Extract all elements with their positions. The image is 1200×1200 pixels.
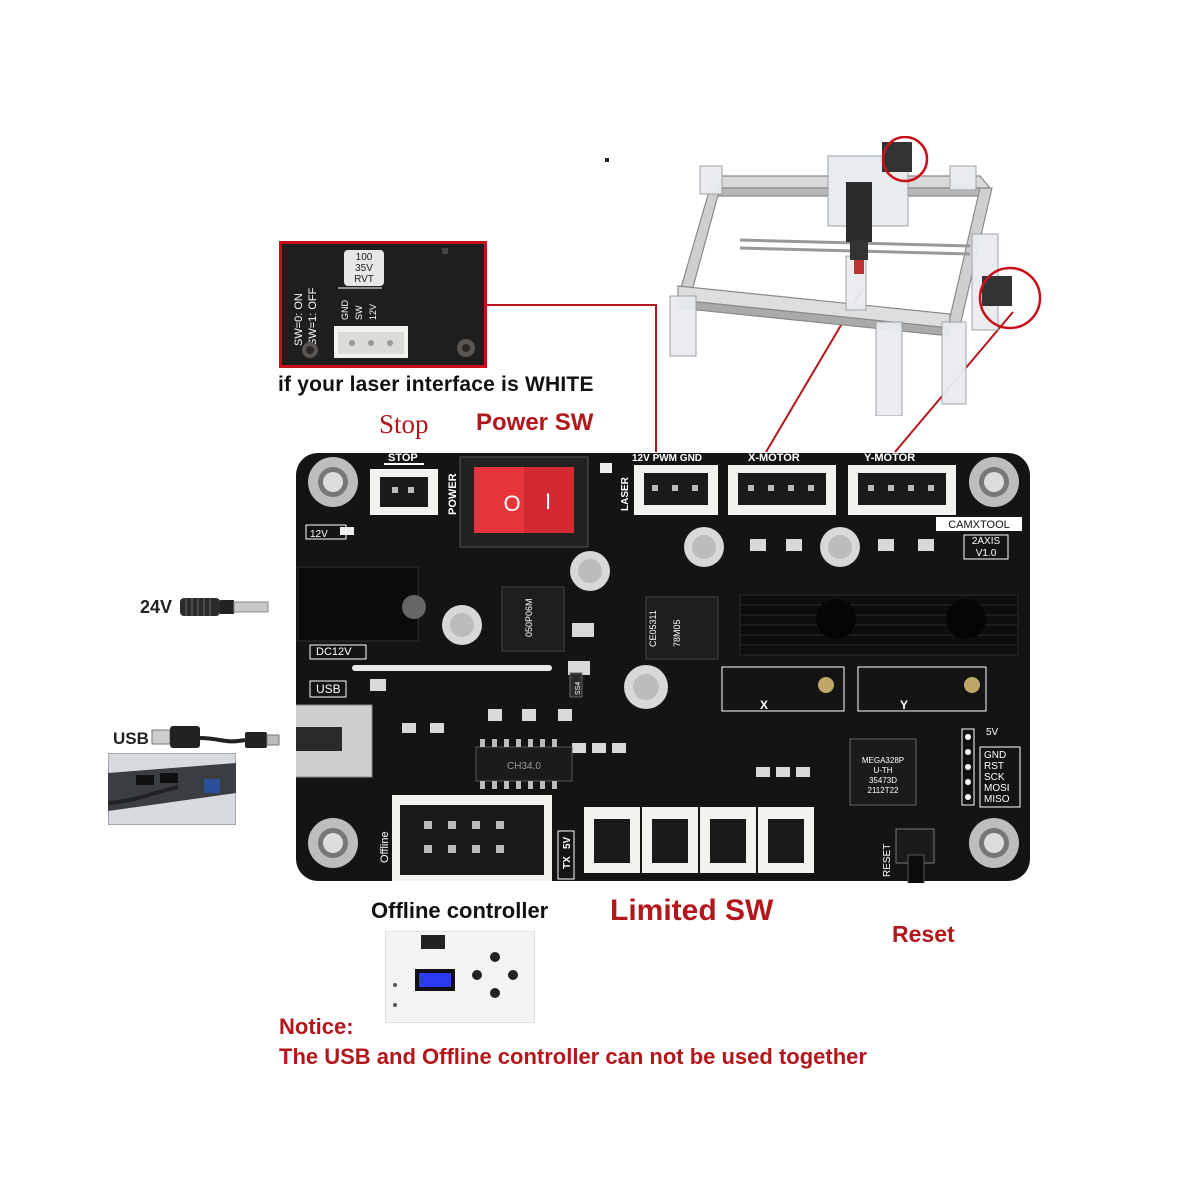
svg-text:RST: RST bbox=[984, 761, 1004, 772]
capacitor bbox=[344, 250, 384, 286]
svg-text:RVT: RVT bbox=[354, 274, 374, 285]
svg-text:X: X bbox=[760, 698, 768, 712]
silk-brand: CAMXTOOL bbox=[948, 519, 1010, 531]
svg-text:CH34.0: CH34.0 bbox=[507, 761, 541, 772]
svg-text:CE05311: CE05311 bbox=[648, 610, 658, 647]
svg-text:5V: 5V bbox=[986, 727, 999, 738]
svg-text:RESET: RESET bbox=[882, 844, 893, 877]
inset-sw-line-2: SW=1: OFF bbox=[307, 287, 319, 346]
svg-text:V1.0: V1.0 bbox=[976, 548, 997, 559]
svg-text:TX: TX bbox=[562, 856, 573, 869]
mounting-holes bbox=[308, 457, 1019, 868]
svg-text:Y: Y bbox=[900, 698, 908, 712]
svg-text:SS4: SS4 bbox=[575, 682, 582, 695]
svg-text:O: O bbox=[503, 491, 520, 516]
svg-text:35V: 35V bbox=[355, 263, 373, 274]
svg-text:2112T22: 2112T22 bbox=[868, 786, 900, 795]
notice-title: Notice: bbox=[279, 1014, 354, 1039]
laser-interface-inset: SW=0: ON SW=1: OFF GND SW 12V 100 35V RV… bbox=[279, 241, 487, 368]
svg-text:MEGA328P: MEGA328P bbox=[862, 756, 904, 765]
svg-text:DC12V: DC12V bbox=[316, 646, 352, 658]
controller-board: STOP 12V POWER O I LASER 12V PWM GND X-M… bbox=[296, 452, 1030, 883]
svg-text:35473D: 35473D bbox=[869, 776, 897, 785]
svg-text:12V: 12V bbox=[368, 304, 378, 320]
inset-caption: if your laser interface is WHITE bbox=[278, 373, 594, 396]
silk-usb: USB bbox=[316, 682, 341, 696]
silk-x-motor: X-MOTOR bbox=[748, 452, 800, 464]
svg-text:SW: SW bbox=[354, 305, 364, 320]
svg-text:POWER: POWER bbox=[447, 473, 459, 515]
usb-cable-image bbox=[151, 726, 280, 748]
svg-text:78M05: 78M05 bbox=[672, 619, 682, 647]
limited-sw-callout: Limited SW bbox=[610, 894, 774, 927]
dc-plug-image bbox=[180, 598, 269, 616]
power-sw-callout: Power SW bbox=[476, 409, 594, 436]
svg-text:12V: 12V bbox=[310, 529, 328, 540]
stop-callout: Stop bbox=[379, 409, 429, 439]
usb-callout: USB bbox=[113, 729, 149, 748]
limit-switch-connectors bbox=[584, 807, 814, 873]
svg-text:2AXIS: 2AXIS bbox=[972, 536, 1001, 547]
capacitors bbox=[442, 527, 860, 709]
svg-text:Offline: Offline bbox=[379, 831, 391, 863]
reset-callout: Reset bbox=[892, 921, 955, 947]
mcu-chip bbox=[849, 738, 917, 806]
dc-jack bbox=[297, 566, 419, 642]
svg-text:GND: GND bbox=[340, 300, 350, 321]
svg-text:100: 100 bbox=[356, 252, 373, 263]
svg-text:5V: 5V bbox=[562, 836, 573, 849]
inset-sw-line-1: SW=0: ON bbox=[293, 293, 305, 346]
laptop-port-image bbox=[108, 753, 236, 825]
svg-text:SCK: SCK bbox=[984, 772, 1005, 783]
laser-engraver-image bbox=[669, 136, 1042, 416]
svg-text:LASER: LASER bbox=[620, 476, 631, 511]
silk-y-motor: Y-MOTOR bbox=[864, 452, 915, 464]
svg-text:050P06M: 050P06M bbox=[524, 598, 534, 637]
svg-text:GND: GND bbox=[984, 750, 1006, 761]
svg-text:U-TH: U-TH bbox=[873, 766, 892, 775]
silk-laser-header: 12V PWM GND bbox=[632, 453, 702, 464]
svg-text:I: I bbox=[545, 489, 551, 514]
silk-stop: STOP bbox=[388, 452, 418, 464]
offline-controller-callout: Offline controller bbox=[371, 898, 549, 923]
svg-text:MISO: MISO bbox=[984, 794, 1010, 805]
notice-body: The USB and Offline controller can not b… bbox=[279, 1044, 867, 1069]
v24-callout: 24V bbox=[140, 597, 173, 617]
offline-controller-image bbox=[385, 931, 535, 1023]
svg-text:MOSI: MOSI bbox=[984, 783, 1010, 794]
